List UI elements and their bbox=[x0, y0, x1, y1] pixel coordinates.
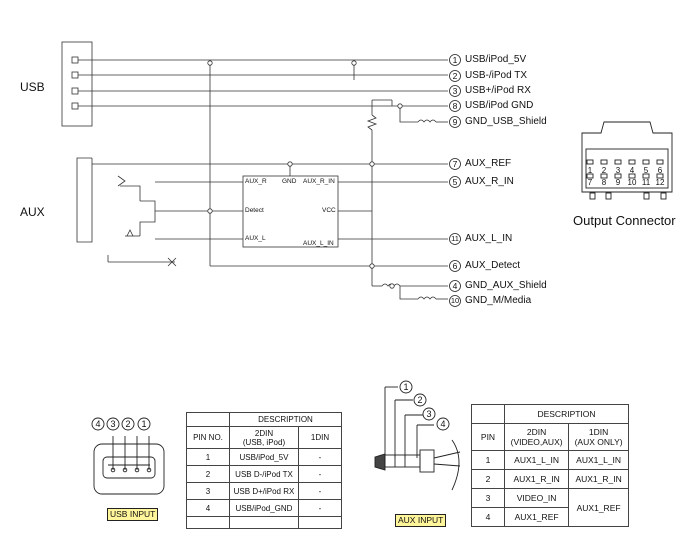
pin-name: AUX_R_IN bbox=[465, 176, 514, 187]
connector-pin-number: 4 bbox=[629, 166, 635, 175]
aux-input-drawing bbox=[374, 380, 461, 491]
table-row: 1 USB/iPod_5V - bbox=[186, 448, 342, 466]
ic-detect-label: Detect bbox=[245, 207, 264, 214]
junction-dot bbox=[207, 60, 213, 66]
connector-pin-number: 2 bbox=[601, 166, 607, 175]
pin-name: USB-/iPod TX bbox=[465, 70, 528, 81]
aux-description-table: DESCRIPTION PIN 2DIN (VIDEO,AUX) 1DIN (A… bbox=[471, 404, 629, 527]
junction-dot bbox=[369, 161, 375, 167]
pin-number: 6 bbox=[452, 261, 458, 271]
aux-pin-marker: 2 bbox=[417, 395, 423, 405]
table-row: 1 AUX1_L_IN AUX1_L_IN bbox=[471, 450, 629, 470]
table-header: PIN NO. bbox=[186, 426, 230, 449]
pin-number: 7 bbox=[452, 159, 458, 169]
aux-input-label: AUX INPUT bbox=[395, 514, 447, 527]
aux-pin-marker: 1 bbox=[403, 382, 409, 392]
table-header: 2DIN (USB, iPod) bbox=[229, 426, 299, 449]
usb-section-label: USB bbox=[20, 80, 45, 94]
usb-pin-marker: 2 bbox=[125, 419, 131, 429]
junction-dot bbox=[369, 263, 375, 269]
ic-aux-l-in-label: AUX_L_IN bbox=[303, 240, 334, 247]
output-connector-title: Output Connector bbox=[573, 213, 676, 228]
usb-connector-body bbox=[61, 41, 93, 127]
aux-detector-ic bbox=[242, 175, 339, 248]
table-header: DESCRIPTION bbox=[229, 412, 342, 427]
aux-pin-marker: 4 bbox=[440, 419, 446, 429]
usb-pin-marker: 1 bbox=[141, 419, 147, 429]
connector-pin-number: 7 bbox=[587, 178, 593, 187]
table-row: 4 AUX1_REF bbox=[471, 507, 629, 527]
connector-pin-number: 9 bbox=[615, 178, 621, 187]
ic-gnd-label: GND bbox=[282, 178, 297, 185]
usb-description-table: DESCRIPTION PIN NO. 2DIN (USB, iPod) 1DI… bbox=[186, 412, 342, 529]
pin-name: AUX_Detect bbox=[465, 260, 521, 271]
aux-section-label: AUX bbox=[20, 205, 45, 219]
usb-input-label: USB INPUT bbox=[107, 508, 159, 521]
table-header: PIN bbox=[471, 423, 505, 451]
pin-number: 1 bbox=[452, 55, 458, 65]
pin-number: 5 bbox=[452, 177, 458, 187]
pin-number: 4 bbox=[452, 281, 458, 291]
ic-aux-l-label: AUX_L bbox=[245, 235, 266, 242]
pin-name: USB/iPod_5V bbox=[465, 54, 527, 65]
table-header: DESCRIPTION bbox=[504, 404, 629, 424]
connector-pin-number: 12 bbox=[655, 178, 665, 187]
connector-pin-number: 5 bbox=[643, 166, 649, 175]
pin-number: 3 bbox=[452, 86, 458, 96]
table-header: 1DIN bbox=[298, 426, 342, 449]
pin-number: 10 bbox=[450, 296, 460, 305]
connector-pin-number: 10 bbox=[627, 178, 637, 187]
pin-name: GND_M/Media bbox=[465, 295, 532, 306]
pin-number: 11 bbox=[451, 234, 459, 243]
pin-name: AUX_L_IN bbox=[465, 233, 513, 244]
table-row: 4 USB/iPod_GND - bbox=[186, 499, 342, 517]
usb-pin-slot bbox=[71, 102, 79, 110]
junction-dot bbox=[397, 103, 403, 109]
junction-dot bbox=[207, 208, 213, 214]
pin-name: GND_USB_Shield bbox=[465, 116, 547, 127]
usb-pin-slot bbox=[71, 87, 79, 95]
connector-pin-number: 8 bbox=[601, 178, 607, 187]
usb-pin-slot bbox=[71, 71, 79, 79]
junction-dot bbox=[351, 60, 357, 66]
connector-pin-number: 11 bbox=[641, 178, 651, 187]
table-row: 2 AUX1_R_IN AUX1_R_IN bbox=[471, 469, 629, 489]
table-row: 2 USB D-/iPod TX - bbox=[186, 465, 342, 483]
connector-pin-number: 1 bbox=[587, 166, 593, 175]
pin-number: 2 bbox=[452, 71, 458, 81]
ic-aux-r-label: AUX_R bbox=[245, 178, 267, 185]
usb-pin-slot bbox=[71, 56, 79, 64]
usb-pin-marker: 4 bbox=[95, 419, 101, 429]
table-header: 1DIN (AUX ONLY) bbox=[568, 423, 629, 451]
pin-name: USB/iPod GND bbox=[465, 100, 534, 111]
connector-pin-number: 6 bbox=[657, 166, 663, 175]
junction-dot bbox=[389, 283, 395, 289]
pin-name: GND_AUX_Shield bbox=[465, 280, 547, 291]
ic-vcc-label: VCC bbox=[322, 207, 336, 214]
junction-dot bbox=[287, 161, 293, 167]
table-row: 3 USB D+/iPod RX - bbox=[186, 482, 342, 500]
output-connector bbox=[581, 121, 673, 200]
pin-number: 9 bbox=[452, 117, 458, 127]
connector-pin-number: 3 bbox=[615, 166, 621, 175]
usb-pin-marker: 3 bbox=[110, 419, 116, 429]
ic-aux-r-in-label: AUX_R_IN bbox=[303, 178, 335, 185]
table-row: 3 VIDEO_IN AUX1_REF bbox=[471, 488, 629, 527]
pin-name: AUX_REF bbox=[465, 158, 512, 169]
pin-number: 8 bbox=[452, 101, 458, 111]
usb-input-drawing bbox=[91, 417, 165, 495]
aux-pin-marker: 3 bbox=[426, 409, 432, 419]
table-header: 2DIN (VIDEO,AUX) bbox=[503, 423, 570, 451]
pin-name: USB+/iPod RX bbox=[465, 85, 531, 96]
